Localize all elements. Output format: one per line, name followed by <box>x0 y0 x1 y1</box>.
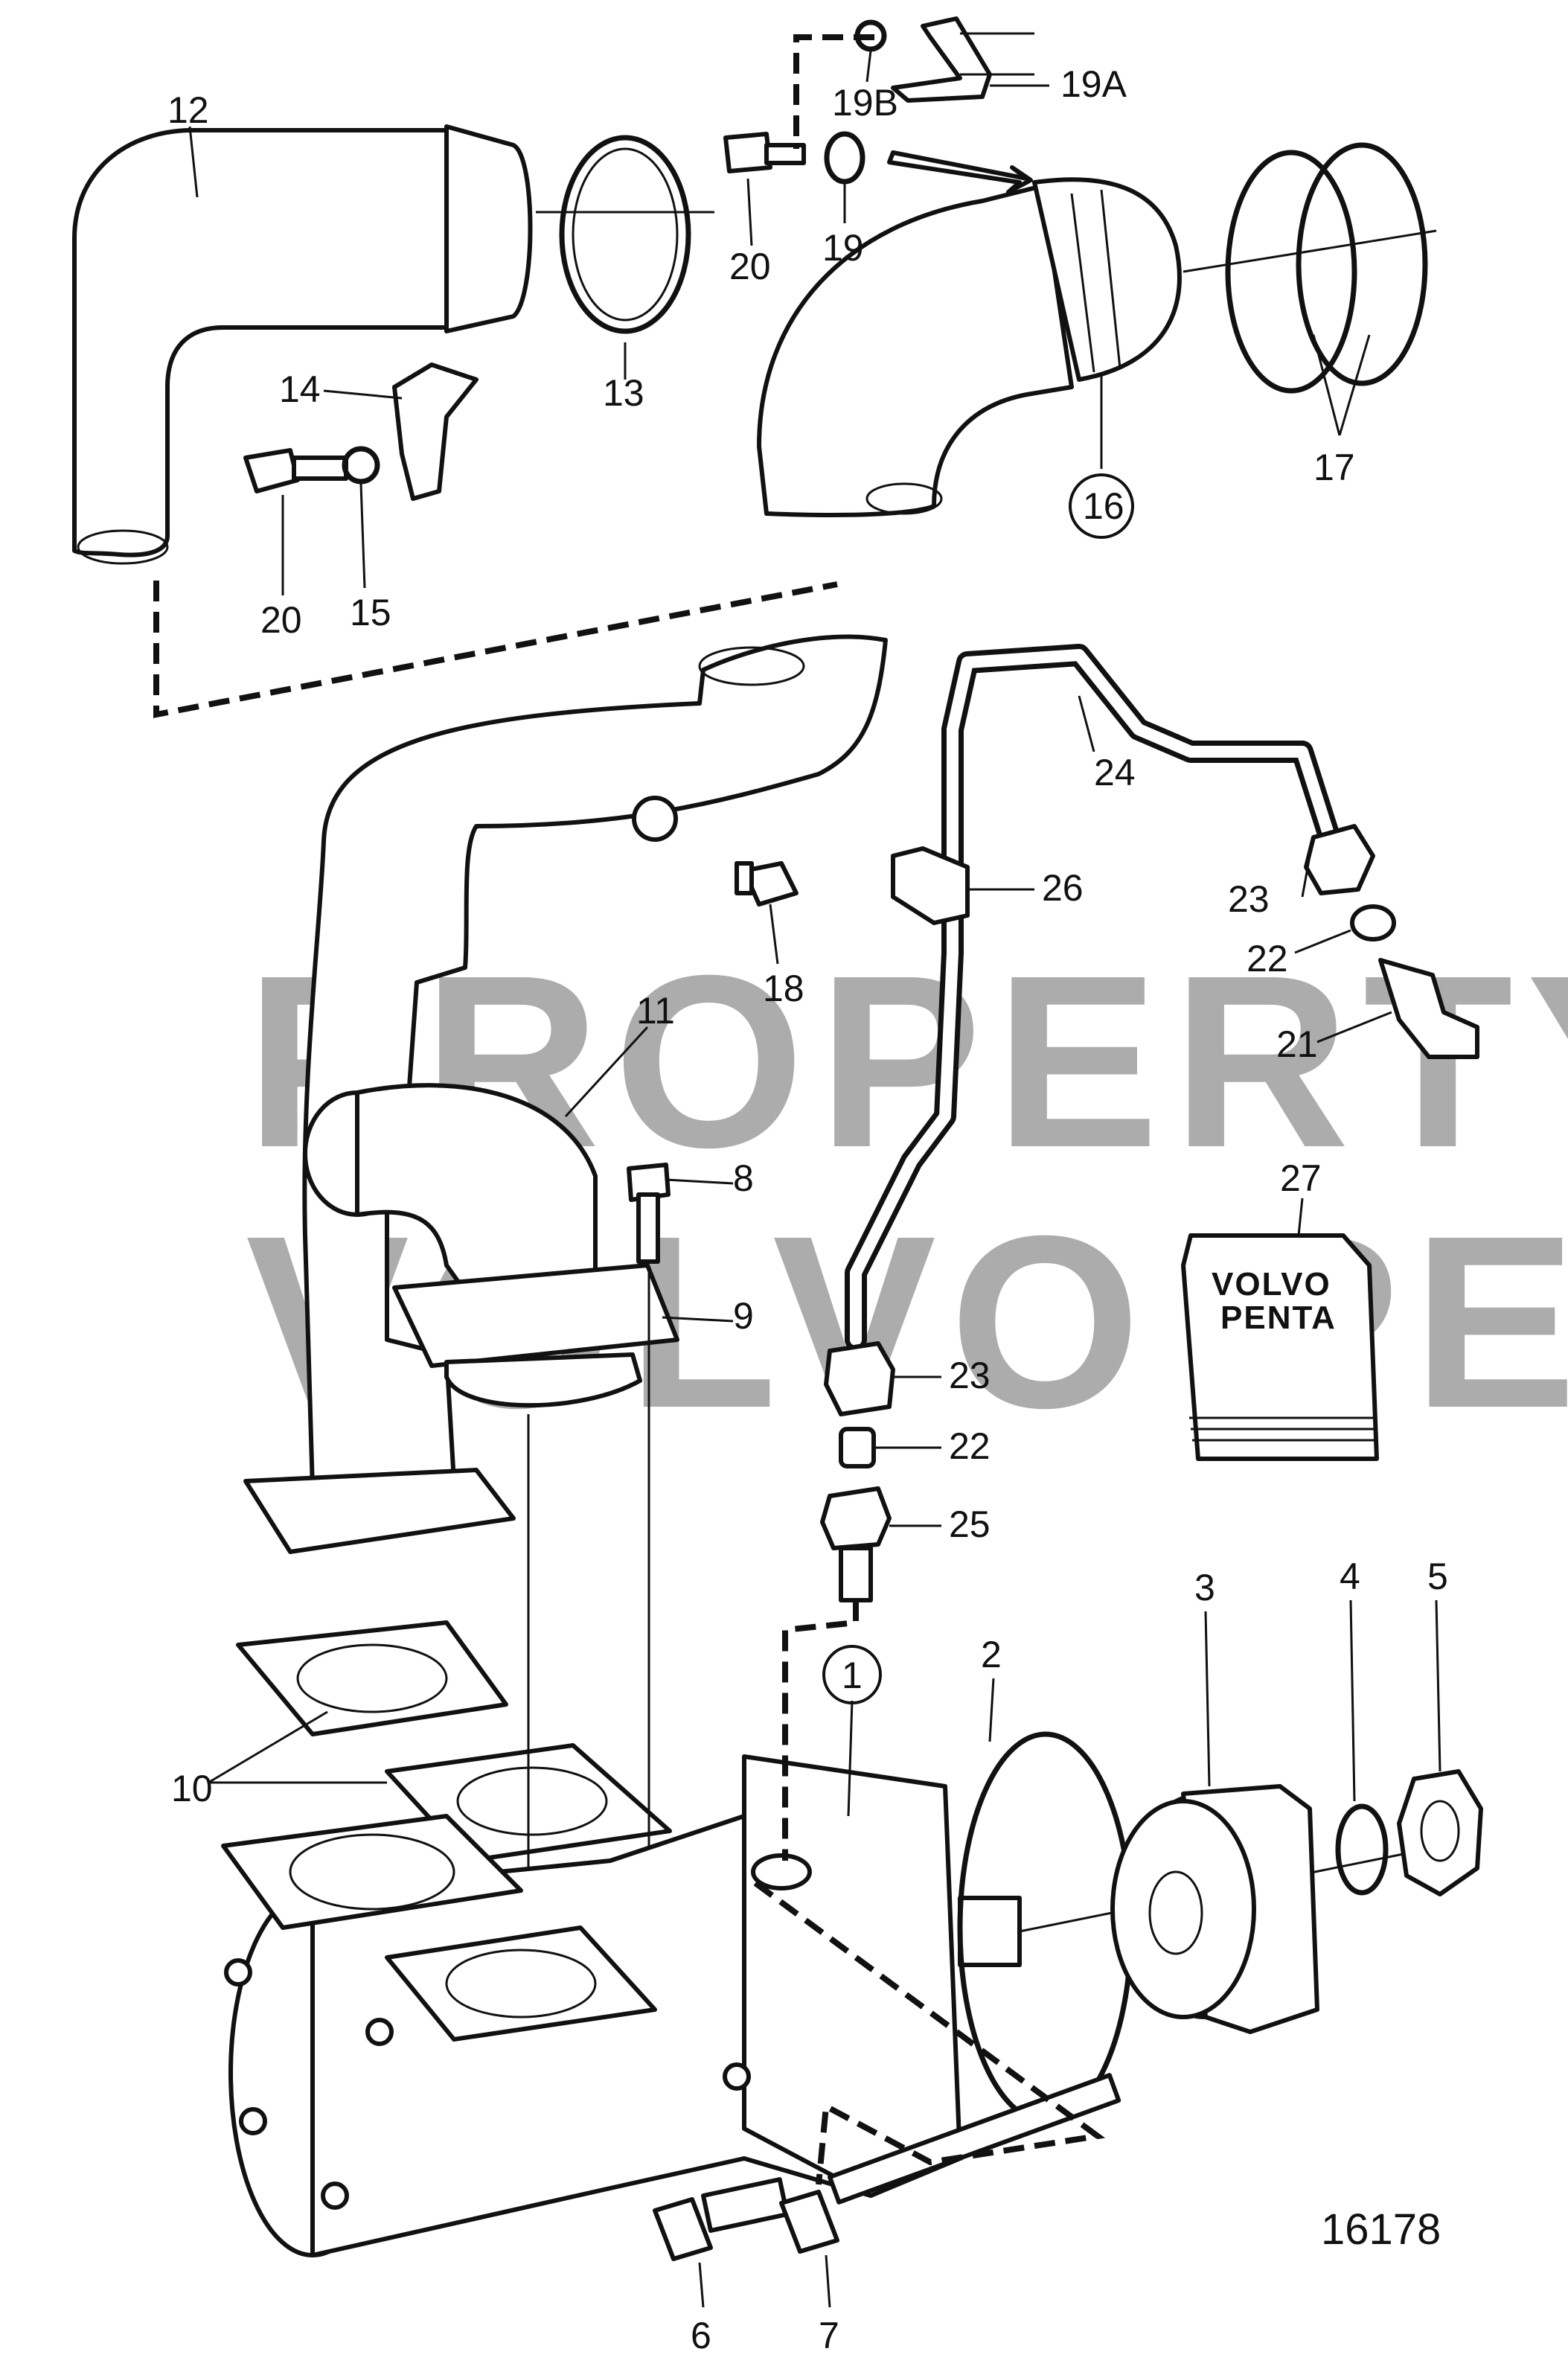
callout-19A: 19A <box>1060 63 1127 105</box>
exhaust-riser[interactable] <box>302 634 888 1491</box>
direction-arrow <box>887 150 1033 194</box>
leader-lines <box>188 50 1441 2308</box>
callout-5: 5 <box>1427 1556 1448 1597</box>
kit-logo-line-1: VOLVO <box>1212 1266 1331 1303</box>
kit-logo-line-2: PENTA <box>1220 1300 1337 1336</box>
clamp-26[interactable] <box>891 846 970 925</box>
callout-24: 24 <box>1094 752 1136 793</box>
ferrule-22-lower[interactable] <box>839 1427 876 1468</box>
elbow-union-21[interactable] <box>1378 958 1479 1059</box>
callout-1-circle <box>822 1645 882 1704</box>
nut-5[interactable] <box>1397 1769 1483 1896</box>
callout-14: 14 <box>279 368 321 410</box>
clip-19A[interactable] <box>891 16 992 103</box>
callout-23-lower: 23 <box>949 1355 991 1396</box>
dashed-line-pump <box>753 1880 1106 2185</box>
ferrule-22-right[interactable] <box>1350 904 1396 942</box>
union-nut-23-lower[interactable] <box>824 1341 895 1416</box>
callout-12: 12 <box>167 89 209 131</box>
elbow-pipe-16[interactable] <box>757 177 1182 517</box>
callout-2: 2 <box>981 1634 1002 1675</box>
callout-4: 4 <box>1340 1556 1360 1597</box>
nut-18[interactable] <box>632 796 678 842</box>
callout-8: 8 <box>733 1157 754 1199</box>
callout-labels: 12 13 14 20 15 20 19 19B 19A 16 17 18 11… <box>167 63 1448 2356</box>
callout-20-left: 20 <box>260 599 302 641</box>
riser-base-flange[interactable] <box>243 1468 516 1554</box>
callout-19: 19 <box>822 227 864 269</box>
dashed-line-pipe <box>153 581 838 718</box>
gasket-kit-27[interactable]: VOLVO PENTA <box>1181 1233 1379 1461</box>
o-rings-17[interactable] <box>1183 142 1437 394</box>
washer-19[interactable] <box>824 131 865 185</box>
callout-17: 17 <box>1313 447 1355 488</box>
bolt-7[interactable] <box>779 2073 1121 2254</box>
bracket-14[interactable] <box>392 362 479 501</box>
elbow-11[interactable] <box>303 1083 598 1320</box>
washer-15[interactable] <box>342 446 380 485</box>
callout-18: 18 <box>763 968 804 1009</box>
union-25[interactable] <box>820 1486 892 1602</box>
callout-9: 9 <box>733 1295 754 1337</box>
bolt-20-left[interactable] <box>243 448 348 493</box>
callout-22-lower: 22 <box>949 1425 991 1467</box>
elbow-pipe-12[interactable] <box>72 124 533 565</box>
flange-9[interactable] <box>392 1263 679 1368</box>
callout-10: 10 <box>171 1768 213 1809</box>
callout-11: 11 <box>636 990 675 1032</box>
union-nut-23-right[interactable] <box>1304 824 1375 895</box>
callout-15: 15 <box>350 592 391 633</box>
callout-25: 25 <box>949 1503 991 1545</box>
callout-16-circle <box>1069 473 1134 539</box>
callout-21: 21 <box>1276 1023 1318 1065</box>
bolt-6[interactable] <box>653 2177 790 2261</box>
bolt-8[interactable] <box>627 1163 671 1264</box>
callout-23-right: 23 <box>1228 878 1270 920</box>
callout-19B: 19B <box>832 82 898 124</box>
seawater-pump-1[interactable] <box>221 1754 962 2257</box>
callout-27: 27 <box>1280 1157 1322 1199</box>
plug-18[interactable] <box>735 861 799 907</box>
callout-3: 3 <box>1194 1567 1215 1608</box>
washer-4[interactable] <box>1335 1803 1389 1896</box>
gasket-10-upper[interactable] <box>236 1620 508 1736</box>
dashed-line-19 <box>793 34 874 149</box>
dashed-line-union <box>782 1600 859 1861</box>
drive-gear-3[interactable] <box>1110 1784 1319 2034</box>
callout-7: 7 <box>819 2315 839 2356</box>
callout-13: 13 <box>603 372 644 414</box>
callout-22-right: 22 <box>1247 938 1288 979</box>
o-ring-13[interactable] <box>559 135 691 334</box>
callout-1: 1 <box>842 1655 863 1696</box>
bolt-20-top[interactable] <box>723 132 806 173</box>
drawing-number: 16178 <box>1321 2205 1441 2254</box>
callout-26: 26 <box>1042 867 1084 909</box>
callout-20-top: 20 <box>729 246 771 287</box>
callout-16: 16 <box>1083 485 1124 527</box>
callout-6: 6 <box>691 2315 711 2356</box>
pump-shaft[interactable] <box>958 1896 1022 1967</box>
